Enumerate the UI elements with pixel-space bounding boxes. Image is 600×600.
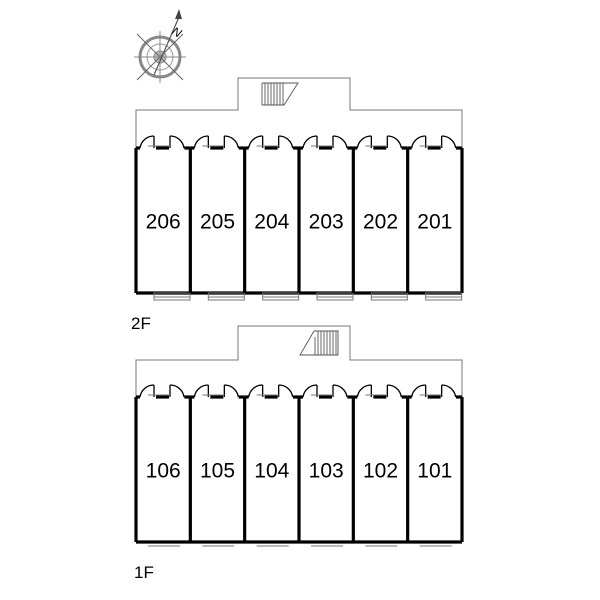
- stair-icon: [299, 330, 339, 356]
- compass-north-label: N: [170, 24, 185, 41]
- unit-number: 203: [309, 211, 344, 234]
- floor-1f: 106 105 104 103 102 101: [134, 325, 464, 547]
- door-icon: [139, 135, 185, 149]
- unit: 204: [243, 135, 300, 301]
- balcony-icon: [153, 292, 191, 301]
- balcony-icon: [425, 292, 463, 301]
- door-icon: [193, 384, 239, 398]
- balcony-icon: [316, 292, 354, 301]
- door-icon: [248, 135, 294, 149]
- floor-label-1f: 1F: [134, 563, 154, 582]
- floor-label-2f: 2F: [131, 314, 151, 333]
- unit-number: 103: [309, 460, 344, 483]
- unit: 202: [351, 135, 408, 301]
- door-icon: [139, 384, 185, 398]
- door-icon: [302, 135, 348, 149]
- unit-number: 106: [146, 460, 181, 483]
- balcony-icon: [262, 292, 300, 301]
- unit: 106: [136, 384, 191, 547]
- door-icon: [248, 384, 294, 398]
- unit: 105: [188, 384, 245, 547]
- unit: 203: [297, 135, 354, 301]
- unit-number: 204: [254, 211, 289, 234]
- door-icon: [356, 135, 402, 149]
- unit-number: 105: [200, 460, 235, 483]
- compass-rose-icon: [134, 9, 186, 83]
- balcony-icon: [207, 292, 245, 301]
- unit-number: 201: [417, 211, 452, 234]
- floor-2f: 206 205 204 203 202 201: [134, 77, 464, 301]
- unit-number: 104: [254, 460, 289, 483]
- corridor-outline: [135, 77, 463, 148]
- unit: 103: [297, 384, 354, 547]
- unit-number: 101: [417, 460, 452, 483]
- unit-number: 202: [363, 211, 398, 234]
- balcony-icon: [370, 292, 408, 301]
- door-icon: [193, 135, 239, 149]
- door-icon: [302, 384, 348, 398]
- unit-number: 206: [146, 211, 181, 234]
- unit: 102: [351, 384, 408, 547]
- corridor-outline: [135, 325, 463, 397]
- unit-number: 205: [200, 211, 235, 234]
- unit: 104: [243, 384, 299, 547]
- unit: 205: [188, 135, 245, 301]
- door-icon: [356, 384, 402, 398]
- unit: 206: [136, 135, 191, 301]
- stair-icon: [261, 82, 299, 106]
- unit: 201: [406, 135, 463, 301]
- door-icon: [411, 384, 457, 398]
- compass: N: [134, 9, 186, 83]
- unit: 101: [406, 384, 462, 547]
- door-icon: [411, 135, 457, 149]
- unit-number: 102: [363, 460, 398, 483]
